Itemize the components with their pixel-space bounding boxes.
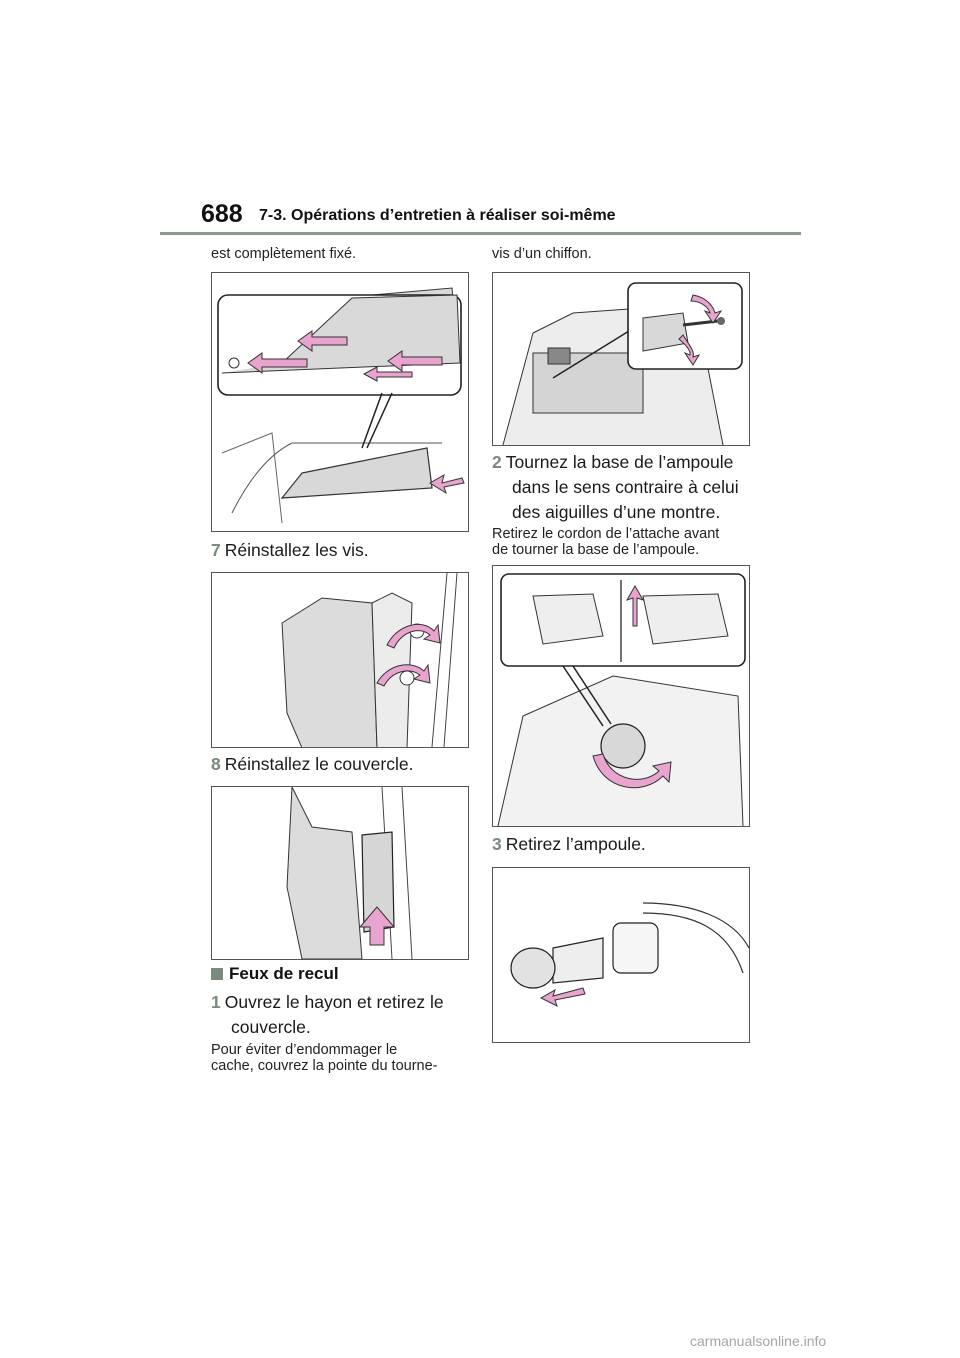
section-title: 7-3. Opérations d’entretien à réaliser s… (259, 207, 616, 224)
step-text: Réinstallez les vis. (224, 540, 369, 560)
step-text-line2: couvercle. (231, 1017, 311, 1037)
figure-open-tailgate (492, 272, 750, 446)
note-left-line1: Pour éviter d’endommager le (211, 1042, 398, 1058)
step-text-line3: des aiguilles d’une montre. (512, 502, 721, 522)
step-number: 7 (211, 540, 221, 560)
step-number: 3 (492, 834, 502, 854)
header-divider (160, 232, 801, 235)
figure-reinstall-screws (211, 572, 469, 748)
continued-text-left: est complètement fixé. (211, 246, 357, 262)
note-right-line1: Retirez le cordon de l’attache avant (492, 526, 720, 542)
page-number: 688 (201, 200, 243, 228)
step-number: 2 (492, 452, 502, 472)
step-number: 8 (211, 754, 221, 774)
figure-cover-installed (211, 272, 469, 532)
section-heading-reverse-lights: Feux de recul (211, 964, 339, 984)
section-marker-icon (211, 968, 223, 980)
section-heading-text: Feux de recul (229, 964, 339, 983)
step-text: Réinstallez le couvercle. (224, 754, 414, 774)
note-left-line2: cache, couvrez la pointe du tourne- (211, 1058, 438, 1074)
figure-turn-bulb-base (492, 565, 750, 827)
step-text-line1: Tournez la base de l’ampoule (505, 452, 734, 472)
step-text-line1: Ouvrez le hayon et retirez le (224, 992, 444, 1012)
figure-remove-bulb (492, 867, 750, 1043)
continued-text-right: vis d’un chiffon. (492, 246, 592, 262)
note-right-line2: de tourner la base de l’ampoule. (492, 542, 700, 558)
step-text-line2: dans le sens contraire à celui (512, 477, 739, 497)
footer-watermark: carmanualsonline.info (690, 1333, 827, 1349)
figure-reinstall-cover (211, 786, 469, 960)
step-number: 1 (211, 992, 221, 1012)
step-text: Retirez l’ampoule. (505, 834, 646, 854)
